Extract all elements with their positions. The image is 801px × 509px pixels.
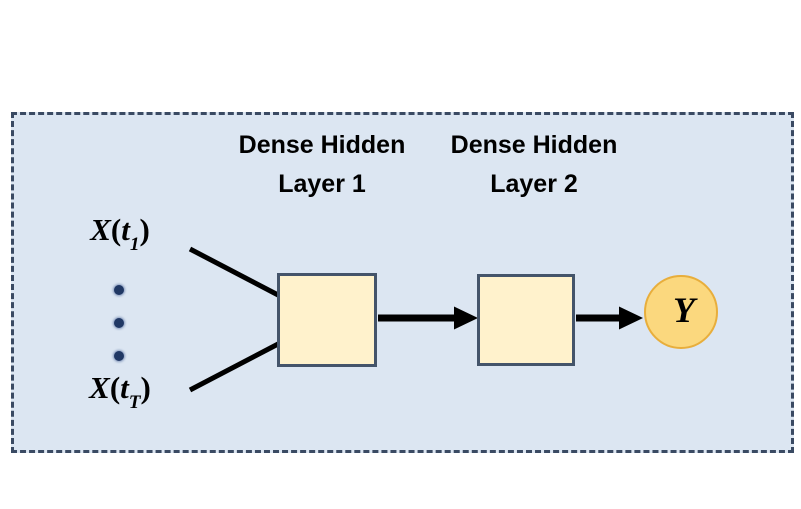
input2-close-paren: ) — [140, 370, 151, 405]
input2-open-paren: ( — [109, 370, 121, 405]
input-label-x-tT: X(tT) — [40, 368, 200, 412]
input1-open-paren: ( — [110, 212, 122, 247]
ellipsis-dot — [113, 351, 124, 361]
layer2-title-line2: Layer 2 — [490, 170, 578, 198]
layer1-title-line2: Layer 1 — [278, 170, 366, 198]
input-label-x-t1: X(t1) — [40, 210, 200, 254]
input1-close-paren: ) — [139, 212, 150, 247]
dense-hidden-layer-2-title: Dense Hidden Layer 2 — [424, 126, 644, 204]
input2-x: X — [89, 370, 110, 405]
dense-hidden-layer-1-box — [277, 273, 377, 367]
layer2-title-line1: Dense Hidden — [450, 131, 618, 159]
output-node: Y — [644, 275, 718, 349]
input2-t: t — [120, 370, 129, 405]
vertical-ellipsis — [113, 285, 124, 361]
ellipsis-dot — [113, 285, 124, 295]
output-label: Y — [673, 290, 695, 330]
dense-hidden-layer-2-box — [477, 274, 575, 366]
ellipsis-dot — [113, 318, 124, 328]
dense-hidden-layer-1-title: Dense Hidden Layer 1 — [212, 126, 432, 204]
input2-subscript: T — [128, 392, 141, 414]
layer1-title-line1: Dense Hidden — [238, 131, 406, 159]
input1-subscript: 1 — [129, 234, 140, 256]
input1-t: t — [121, 212, 130, 247]
input1-x: X — [90, 212, 111, 247]
